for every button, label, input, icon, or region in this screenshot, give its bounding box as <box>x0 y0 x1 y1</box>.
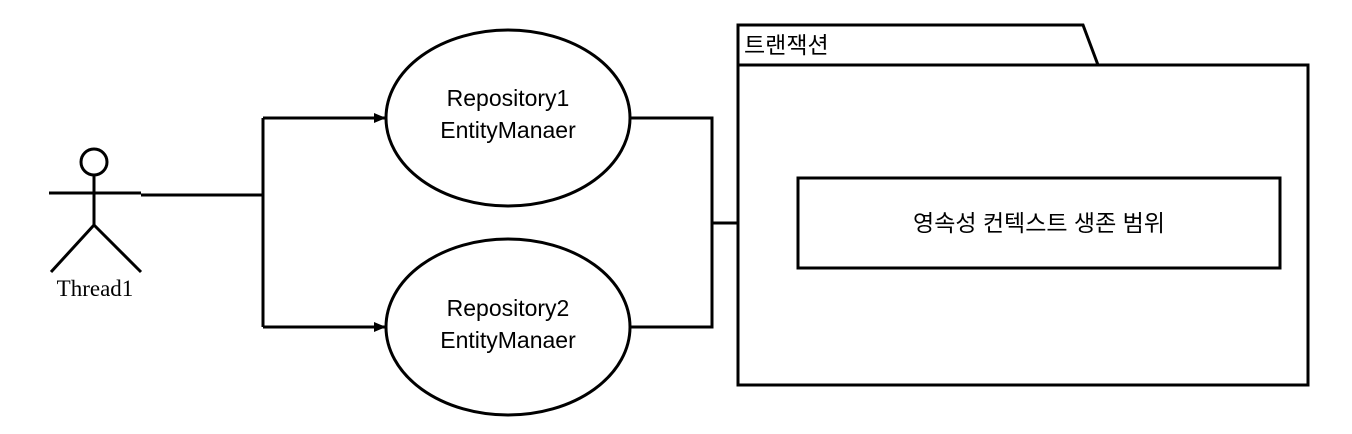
use-case-repository2: Repository2 EntityManaer <box>384 237 632 417</box>
use-case-ellipse <box>384 237 632 417</box>
use-case-ellipse <box>384 28 632 208</box>
persistence-context-box: 영속성 컨텍스트 생존 범위 <box>796 176 1282 270</box>
package-tab-label: 트랜잭션 <box>744 32 829 58</box>
use-case-line2: EntityManaer <box>440 327 576 353</box>
actor-label: Thread1 <box>57 276 134 301</box>
merge-connector <box>631 116 714 329</box>
use-case-line2: EntityManaer <box>440 117 576 143</box>
actor-right-leg <box>92 223 143 274</box>
actor-thread1: Thread1 <box>49 147 143 301</box>
use-case-repository1: Repository1 EntityManaer <box>384 28 632 208</box>
context-box-rect <box>796 176 1282 270</box>
actor-left-leg <box>49 223 96 274</box>
use-case-line1: Repository2 <box>447 295 570 321</box>
use-case-line1: Repository1 <box>447 85 570 111</box>
context-box-label: 영속성 컨텍스트 생존 범위 <box>913 210 1165 236</box>
actor-head <box>79 147 109 177</box>
